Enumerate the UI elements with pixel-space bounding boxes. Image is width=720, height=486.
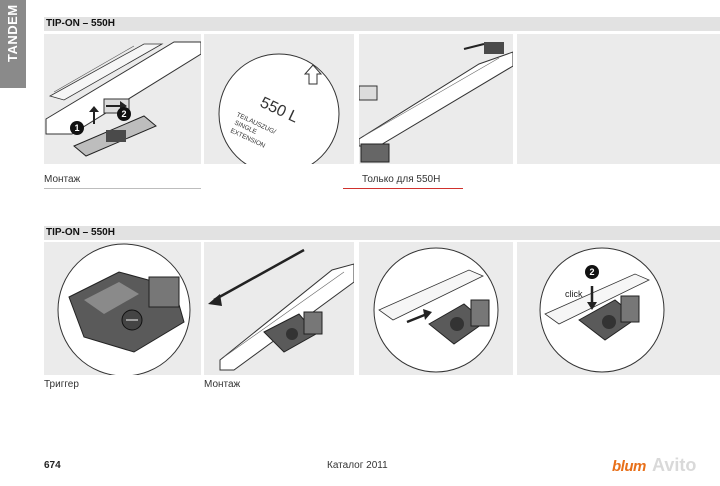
trigger-drawing <box>57 243 191 375</box>
callout-2-bottom: 2 <box>589 267 594 277</box>
divider <box>44 188 201 189</box>
callout-2: 2 <box>121 109 126 119</box>
insert-drawing <box>373 247 499 373</box>
illustration-mount-top: 1 2 <box>44 34 201 164</box>
red-rule <box>343 188 463 189</box>
caption-mount-bottom: Монтаж <box>204 379 241 390</box>
caption-trigger: Триггер <box>44 379 79 390</box>
illustration-trigger <box>44 242 201 375</box>
illustration-click: 2 click <box>517 242 720 375</box>
brand-logo: blum <box>612 458 646 475</box>
caption-only-550h: Только для 550H <box>362 174 441 185</box>
illustration-550h-only <box>359 34 513 164</box>
caption-mount: Монтаж <box>44 174 81 185</box>
blank-panel <box>517 34 720 164</box>
section-header-top: TIP-ON – 550H <box>44 17 720 31</box>
click-label: click <box>565 289 583 299</box>
catalog-label: Каталог 2011 <box>327 460 388 471</box>
label-detail-drawing: 550 L TEILAUSZUG/ SINGLE EXTENSION <box>218 53 340 164</box>
click-drawing: 2 click <box>539 247 665 373</box>
550h-drawing <box>359 42 513 163</box>
section-header-bottom: TIP-ON – 550H <box>44 226 720 240</box>
illustration-label-detail: 550 L TEILAUSZUG/ SINGLE EXTENSION <box>204 34 354 164</box>
page-number: 674 <box>44 460 61 471</box>
section-title: TIP-ON – 550H <box>46 18 115 29</box>
illustration-mount-bottom <box>204 242 354 375</box>
mount-drawing: 1 2 <box>45 41 201 157</box>
section-title: TIP-ON – 550H <box>46 227 115 238</box>
side-tab: TANDEM <box>0 0 26 88</box>
illustration-insert <box>359 242 513 375</box>
callout-1: 1 <box>74 123 79 133</box>
side-tab-label: TANDEM <box>5 4 20 62</box>
arrow-up-icon <box>303 64 323 85</box>
watermark: Avito <box>652 455 697 475</box>
mount-bottom-drawing <box>208 248 354 371</box>
